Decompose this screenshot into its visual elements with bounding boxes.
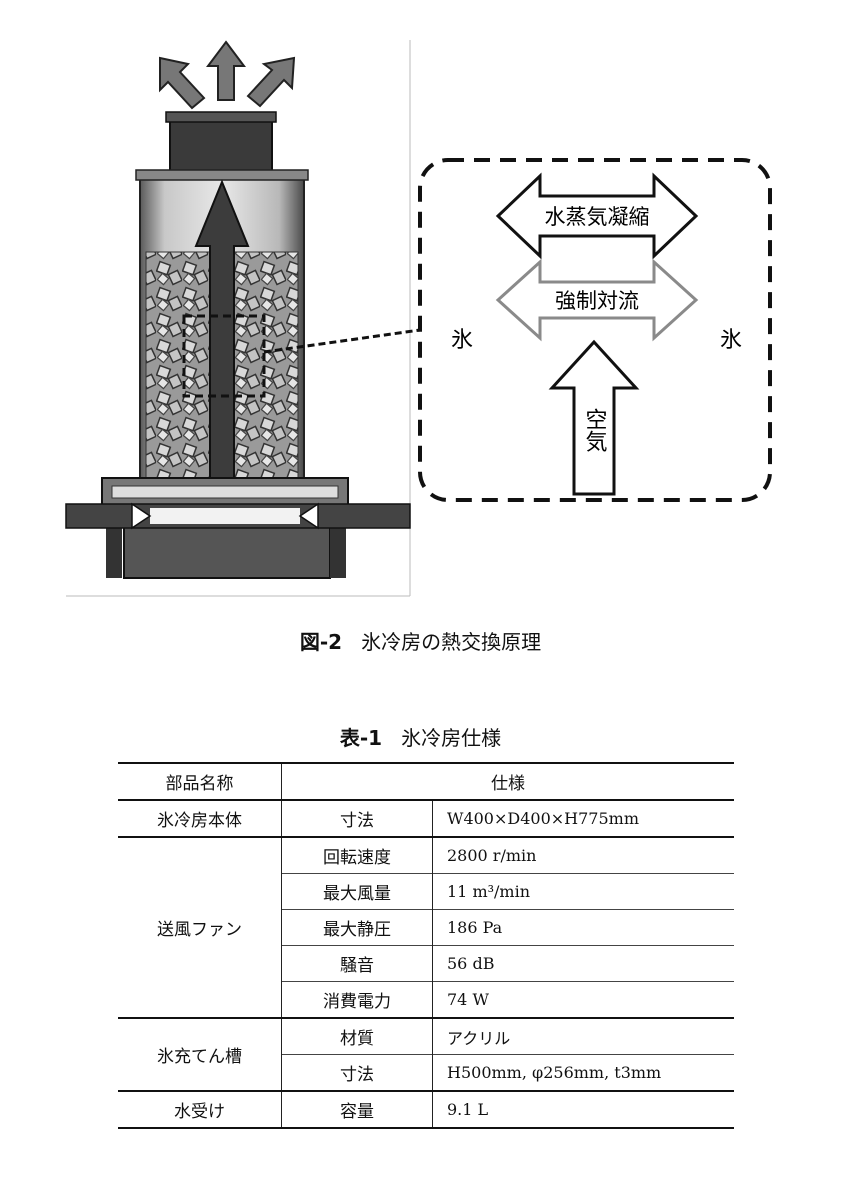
spec-item: 騒音 [281,945,433,982]
spec-item: 回転速度 [281,836,433,874]
table-row: 最大静圧 186 Pa [118,909,734,946]
convection-arrow [495,258,699,342]
table-row: 最大風量 11 m³/min [118,873,734,910]
figure-caption: 図-2 氷冷房の熱交換原理 [0,626,841,655]
heat-exchange-figure: 水蒸気凝縮 強制対流 氷 氷 空気 [65,40,772,597]
spec-item: 寸法 [281,1054,433,1091]
part-name: 氷充てん槽 [118,1017,282,1091]
part-name: 送風ファン [118,836,282,1018]
table-caption-text: 氷冷房仕様 [401,726,502,750]
ice-left-label: 氷 [451,328,473,353]
spec-item: 容量 [281,1090,433,1129]
figure-caption-text: 氷冷房の熱交換原理 [361,630,542,654]
condensation-arrow [495,172,699,260]
part-name: 氷冷房本体 [118,799,282,837]
spec-value: 9.1 L [432,1090,734,1129]
header-spec: 仕様 [281,762,734,800]
table-row: 送風ファン 回転速度 2800 r/min [118,836,734,1018]
spec-value: W400×D400×H775mm [432,799,734,837]
table-caption: 表-1 氷冷房仕様 [0,722,841,751]
spec-item: 最大風量 [281,873,433,910]
spec-value: アクリル [432,1017,734,1055]
condensation-label: 水蒸気凝縮 [545,205,650,229]
spec-value: 2800 r/min [432,836,734,874]
spec-table: 部品名称 仕様 氷冷房本体 寸法 W400×D400×H775mm 送風ファン … [118,762,734,1129]
table-row: 騒音 56 dB [118,945,734,982]
spec-value: 74 W [432,981,734,1018]
spec-item: 最大静圧 [281,909,433,946]
table-header-row: 部品名称 仕様 [118,762,734,800]
spec-item: 材質 [281,1017,433,1055]
part-name: 水受け [118,1090,282,1129]
air-up-arrow [548,339,640,496]
spec-value: 11 m³/min [432,873,734,910]
table-caption-label: 表-1 [339,726,383,750]
detail-connector [263,328,421,354]
air-label: 空気 [582,408,608,452]
header-part: 部品名称 [118,762,282,800]
convection-label: 強制対流 [555,289,639,313]
spec-item: 消費電力 [281,981,433,1018]
device-illustration [65,40,411,597]
table-row: 水受け 容量 9.1 L [118,1090,734,1129]
spec-value: 186 Pa [432,909,734,946]
exhaust-arrows [159,40,296,110]
table-row: 氷冷房本体 寸法 W400×D400×H775mm [118,799,734,837]
table-row: 消費電力 74 W [118,981,734,1018]
spec-item: 寸法 [281,799,433,837]
figure-caption-label: 図-2 [299,630,343,654]
table-row: 氷充てん槽 材質 アクリル [118,1017,734,1091]
table-row: 寸法 H500mm, φ256mm, t3mm [118,1054,734,1091]
spec-value: H500mm, φ256mm, t3mm [432,1054,734,1091]
ice-right-label: 氷 [720,328,742,353]
detail-panel [418,158,772,502]
spec-value: 56 dB [432,945,734,982]
